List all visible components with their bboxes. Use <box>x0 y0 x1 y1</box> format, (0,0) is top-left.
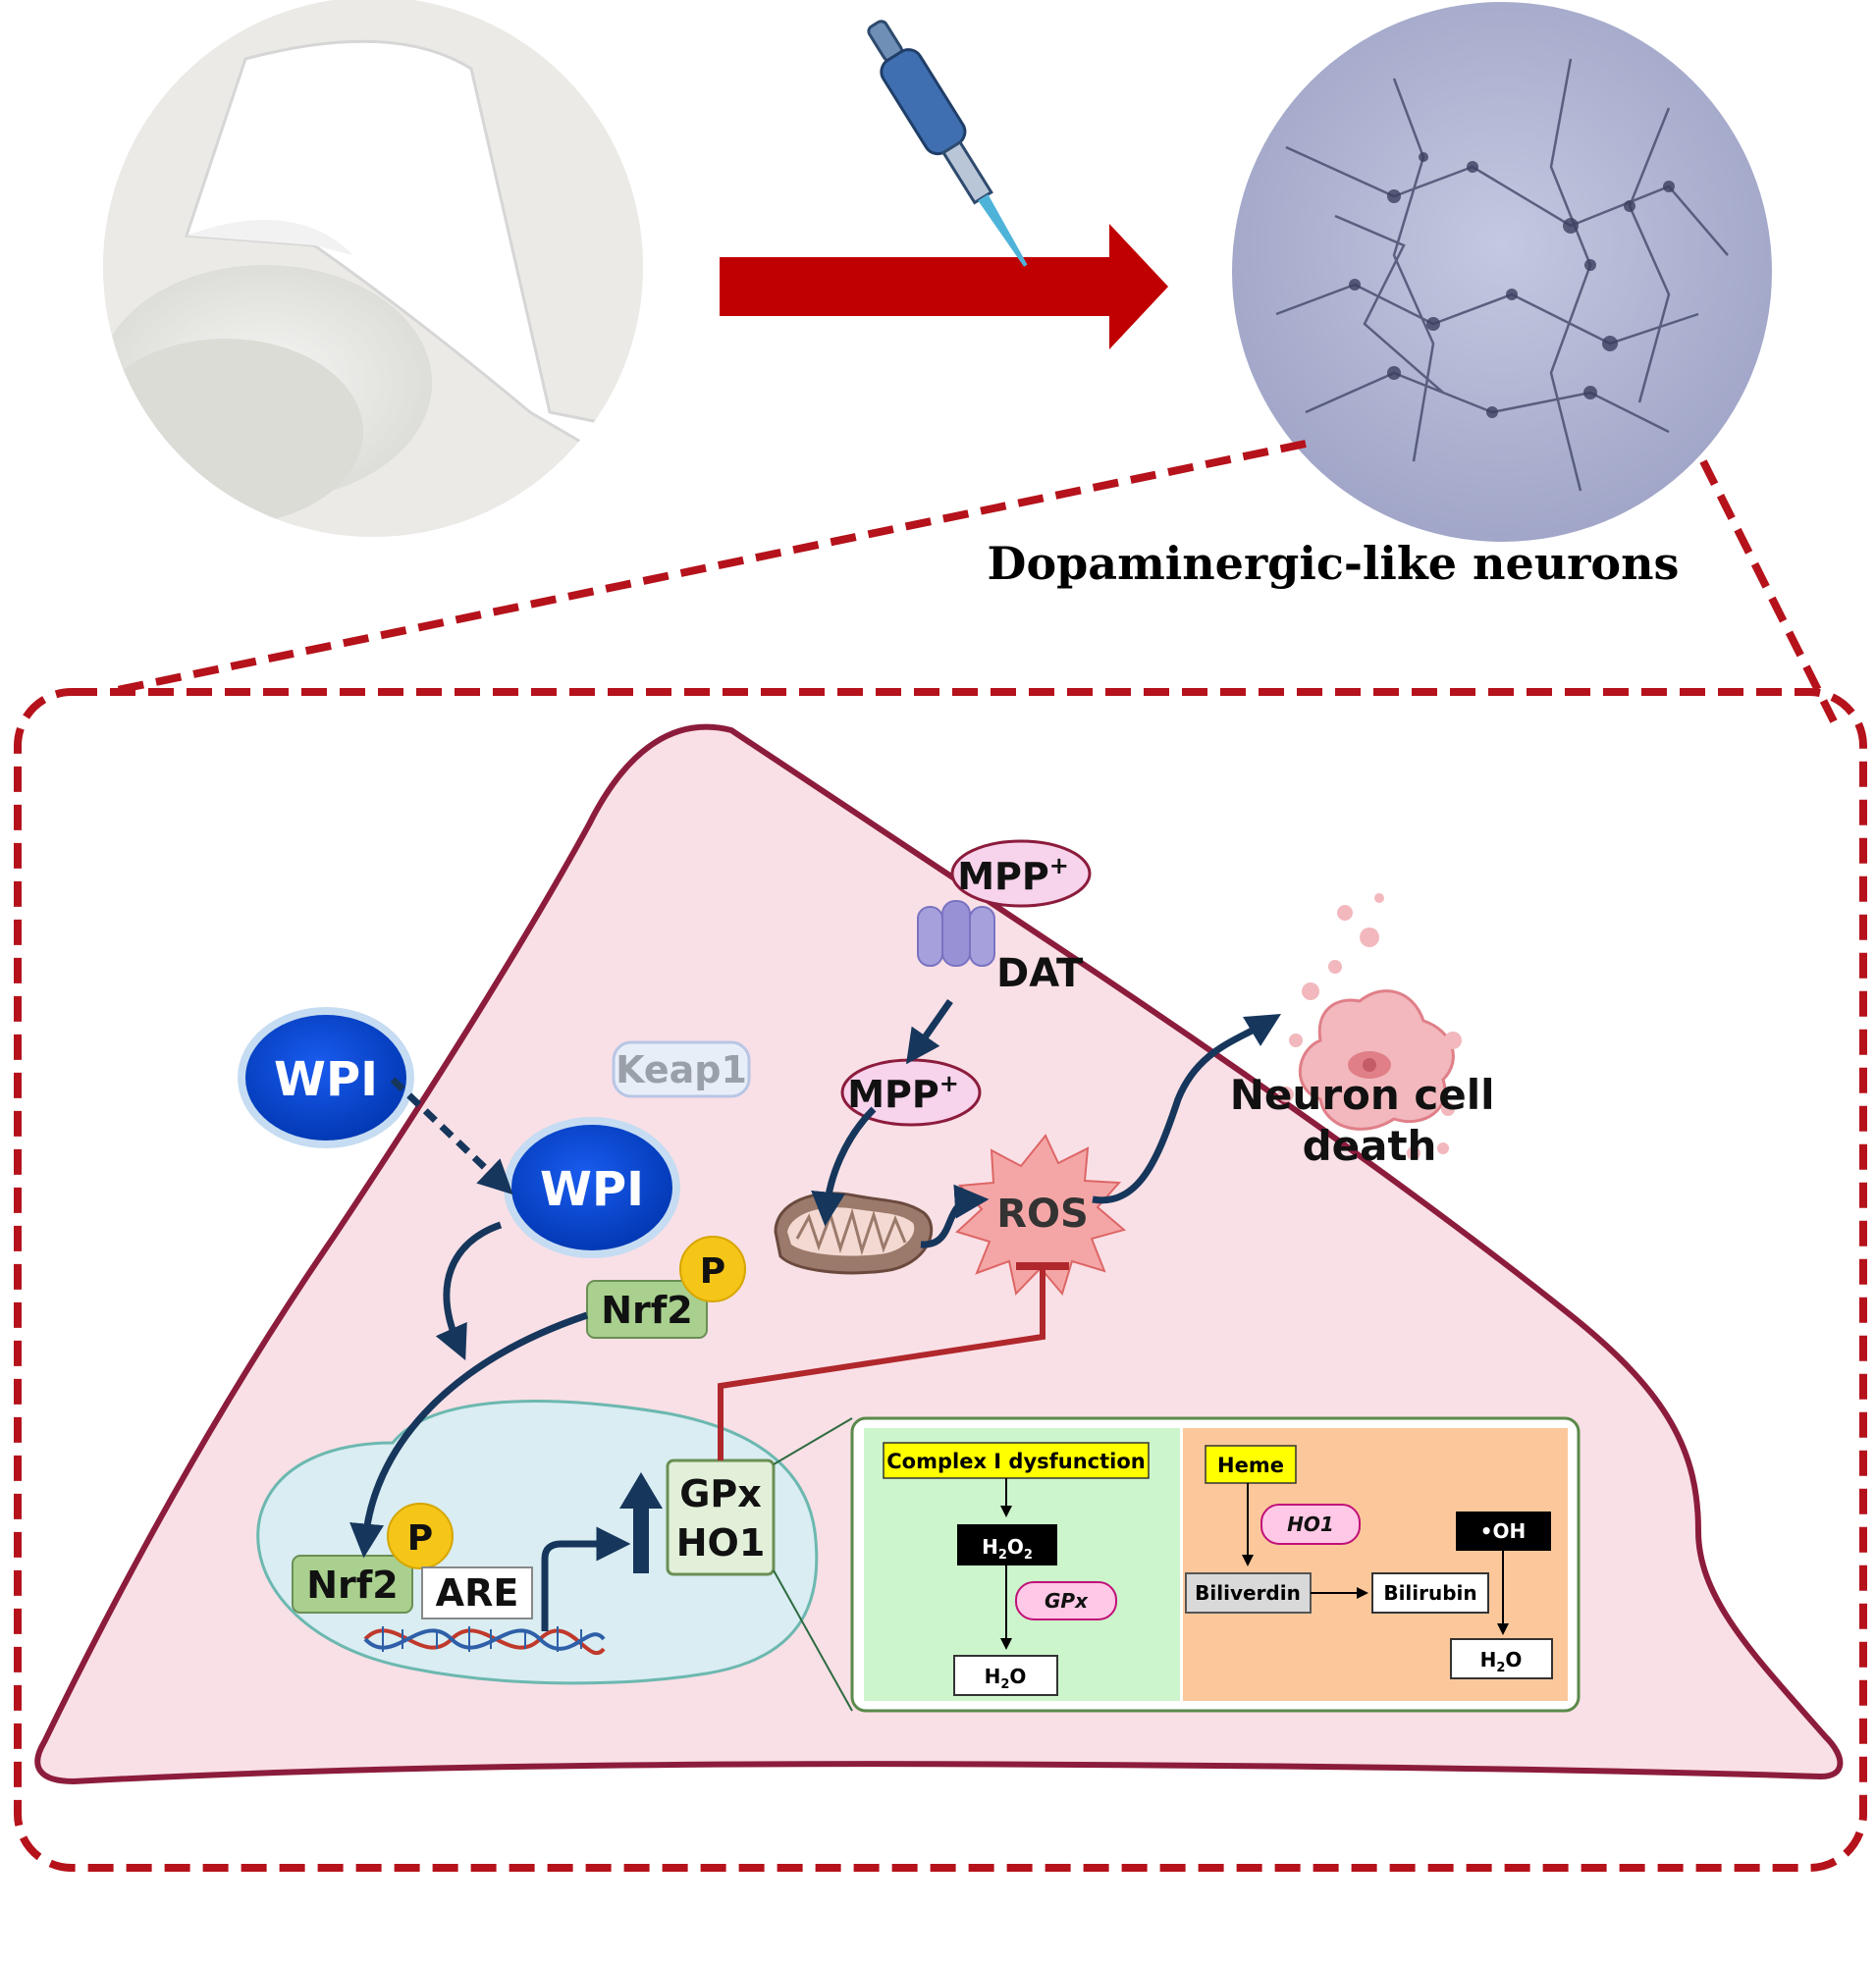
gpx-enzyme-badge: GPx <box>1015 1581 1117 1620</box>
death-label-line1: Neuron cell <box>1230 1071 1495 1119</box>
mitochondrion-icon <box>774 1192 934 1275</box>
ho1-enzyme-label: HO1 <box>1287 1512 1334 1536</box>
ros-label: ROS <box>996 1192 1089 1237</box>
dat-transporter-icon <box>917 900 995 967</box>
bilirubin-label: Bilirubin <box>1383 1581 1476 1605</box>
zoom-lines <box>107 440 1838 723</box>
ho1-enzyme-badge: HO1 <box>1260 1504 1361 1545</box>
h2o-right-o: O <box>1505 1648 1522 1671</box>
h2o-left-o: O <box>1009 1665 1026 1688</box>
svg-text:MPP+: MPP+ <box>847 1070 959 1116</box>
are-box: ARE <box>421 1566 533 1619</box>
keap1-label: Keap1 <box>616 1048 747 1091</box>
mpp-outside-text: MPP <box>957 855 1049 898</box>
death-label: Neuron cell death <box>1230 1071 1509 1170</box>
mpp-outside-sup: + <box>1049 852 1069 879</box>
nrf2-nucleus-label: Nrf2 <box>306 1564 399 1607</box>
complex-i-box: Complex I dysfunction <box>883 1442 1150 1479</box>
neuron-caption: Dopaminergic-like neurons <box>988 537 1680 590</box>
h2o-left-sub: 2 <box>1000 1677 1009 1692</box>
neuron-micrograph <box>1232 2 1772 542</box>
keap1-box: Keap1 <box>612 1040 751 1098</box>
nrf2-cytoplasm: Nrf2 P <box>586 1236 746 1339</box>
gpx-enzyme-label: GPx <box>1045 1589 1089 1613</box>
h2o-left-h: H <box>985 1665 1001 1688</box>
heme-label: Heme <box>1217 1454 1284 1477</box>
gpx-ho1-box: GPx HO1 <box>666 1459 776 1576</box>
mpp-inside-sup: + <box>939 1070 959 1097</box>
heme-box: Heme <box>1205 1445 1297 1484</box>
whey-powder-photo <box>103 0 643 537</box>
h2o-right-h: H <box>1480 1648 1497 1671</box>
svg-text:MPP+: MPP+ <box>957 852 1069 898</box>
mpp-inside-text: MPP <box>847 1073 939 1116</box>
h2o2-sub2: 2 <box>1024 1548 1033 1563</box>
treatment-arrow <box>720 224 1168 349</box>
mpp-outside: MPP+ <box>950 839 1092 908</box>
biliverdin-label: Biliverdin <box>1195 1581 1301 1605</box>
mpp-inside: MPP+ <box>840 1058 982 1127</box>
wpi-outside-label: WPI <box>274 1052 378 1107</box>
hydroxyl-radical-label: •OH <box>1480 1519 1527 1543</box>
dna-helix-icon <box>363 1626 606 1656</box>
upregulation-arrow <box>619 1472 663 1573</box>
dat-label: DAT <box>996 951 1084 996</box>
h2o-right-box: H2O <box>1450 1638 1553 1679</box>
death-label-line2: death <box>1303 1122 1437 1170</box>
nrf2-nucleus: Nrf2 P <box>292 1503 454 1614</box>
bilirubin-box: Bilirubin <box>1371 1572 1489 1614</box>
zoom-panel <box>14 688 1867 1872</box>
biliverdin-box: Biliverdin <box>1185 1572 1312 1614</box>
svg-text:H2O: H2O <box>985 1665 1027 1692</box>
gpx-label: GPx <box>679 1472 762 1515</box>
transcription-arrow <box>541 1526 631 1631</box>
svg-text:H2O2: H2O2 <box>982 1535 1033 1563</box>
h2o2-h: H <box>982 1535 998 1559</box>
ros-inhibition-line <box>718 1266 1045 1460</box>
p-cytoplasm-label: P <box>700 1251 725 1292</box>
wpi-outside: WPI <box>238 1007 414 1148</box>
h2o2-sub1: 2 <box>998 1548 1007 1563</box>
pipette-icon <box>867 20 1028 267</box>
wpi-inside: WPI <box>504 1117 680 1258</box>
h2o-right-sub: 2 <box>1496 1661 1505 1675</box>
p-nucleus-label: P <box>407 1518 433 1559</box>
inset-connectors <box>773 1417 853 1712</box>
pathway-arrows <box>349 998 1282 1559</box>
wpi-inside-label: WPI <box>540 1162 644 1217</box>
h2o2-o: O <box>1007 1535 1024 1559</box>
h2o2-box: H2O2 <box>957 1524 1057 1565</box>
complex-i-label: Complex I dysfunction <box>886 1450 1146 1473</box>
nrf2-cytoplasm-label: Nrf2 <box>601 1289 693 1332</box>
svg-text:H2O: H2O <box>1480 1648 1523 1675</box>
h2o-left-box: H2O <box>953 1655 1058 1696</box>
dead-neuron-icon <box>1278 893 1462 1160</box>
hydroxyl-radical-box: •OH <box>1456 1512 1551 1551</box>
ho1-label: HO1 <box>676 1521 766 1565</box>
are-label: ARE <box>436 1571 519 1615</box>
